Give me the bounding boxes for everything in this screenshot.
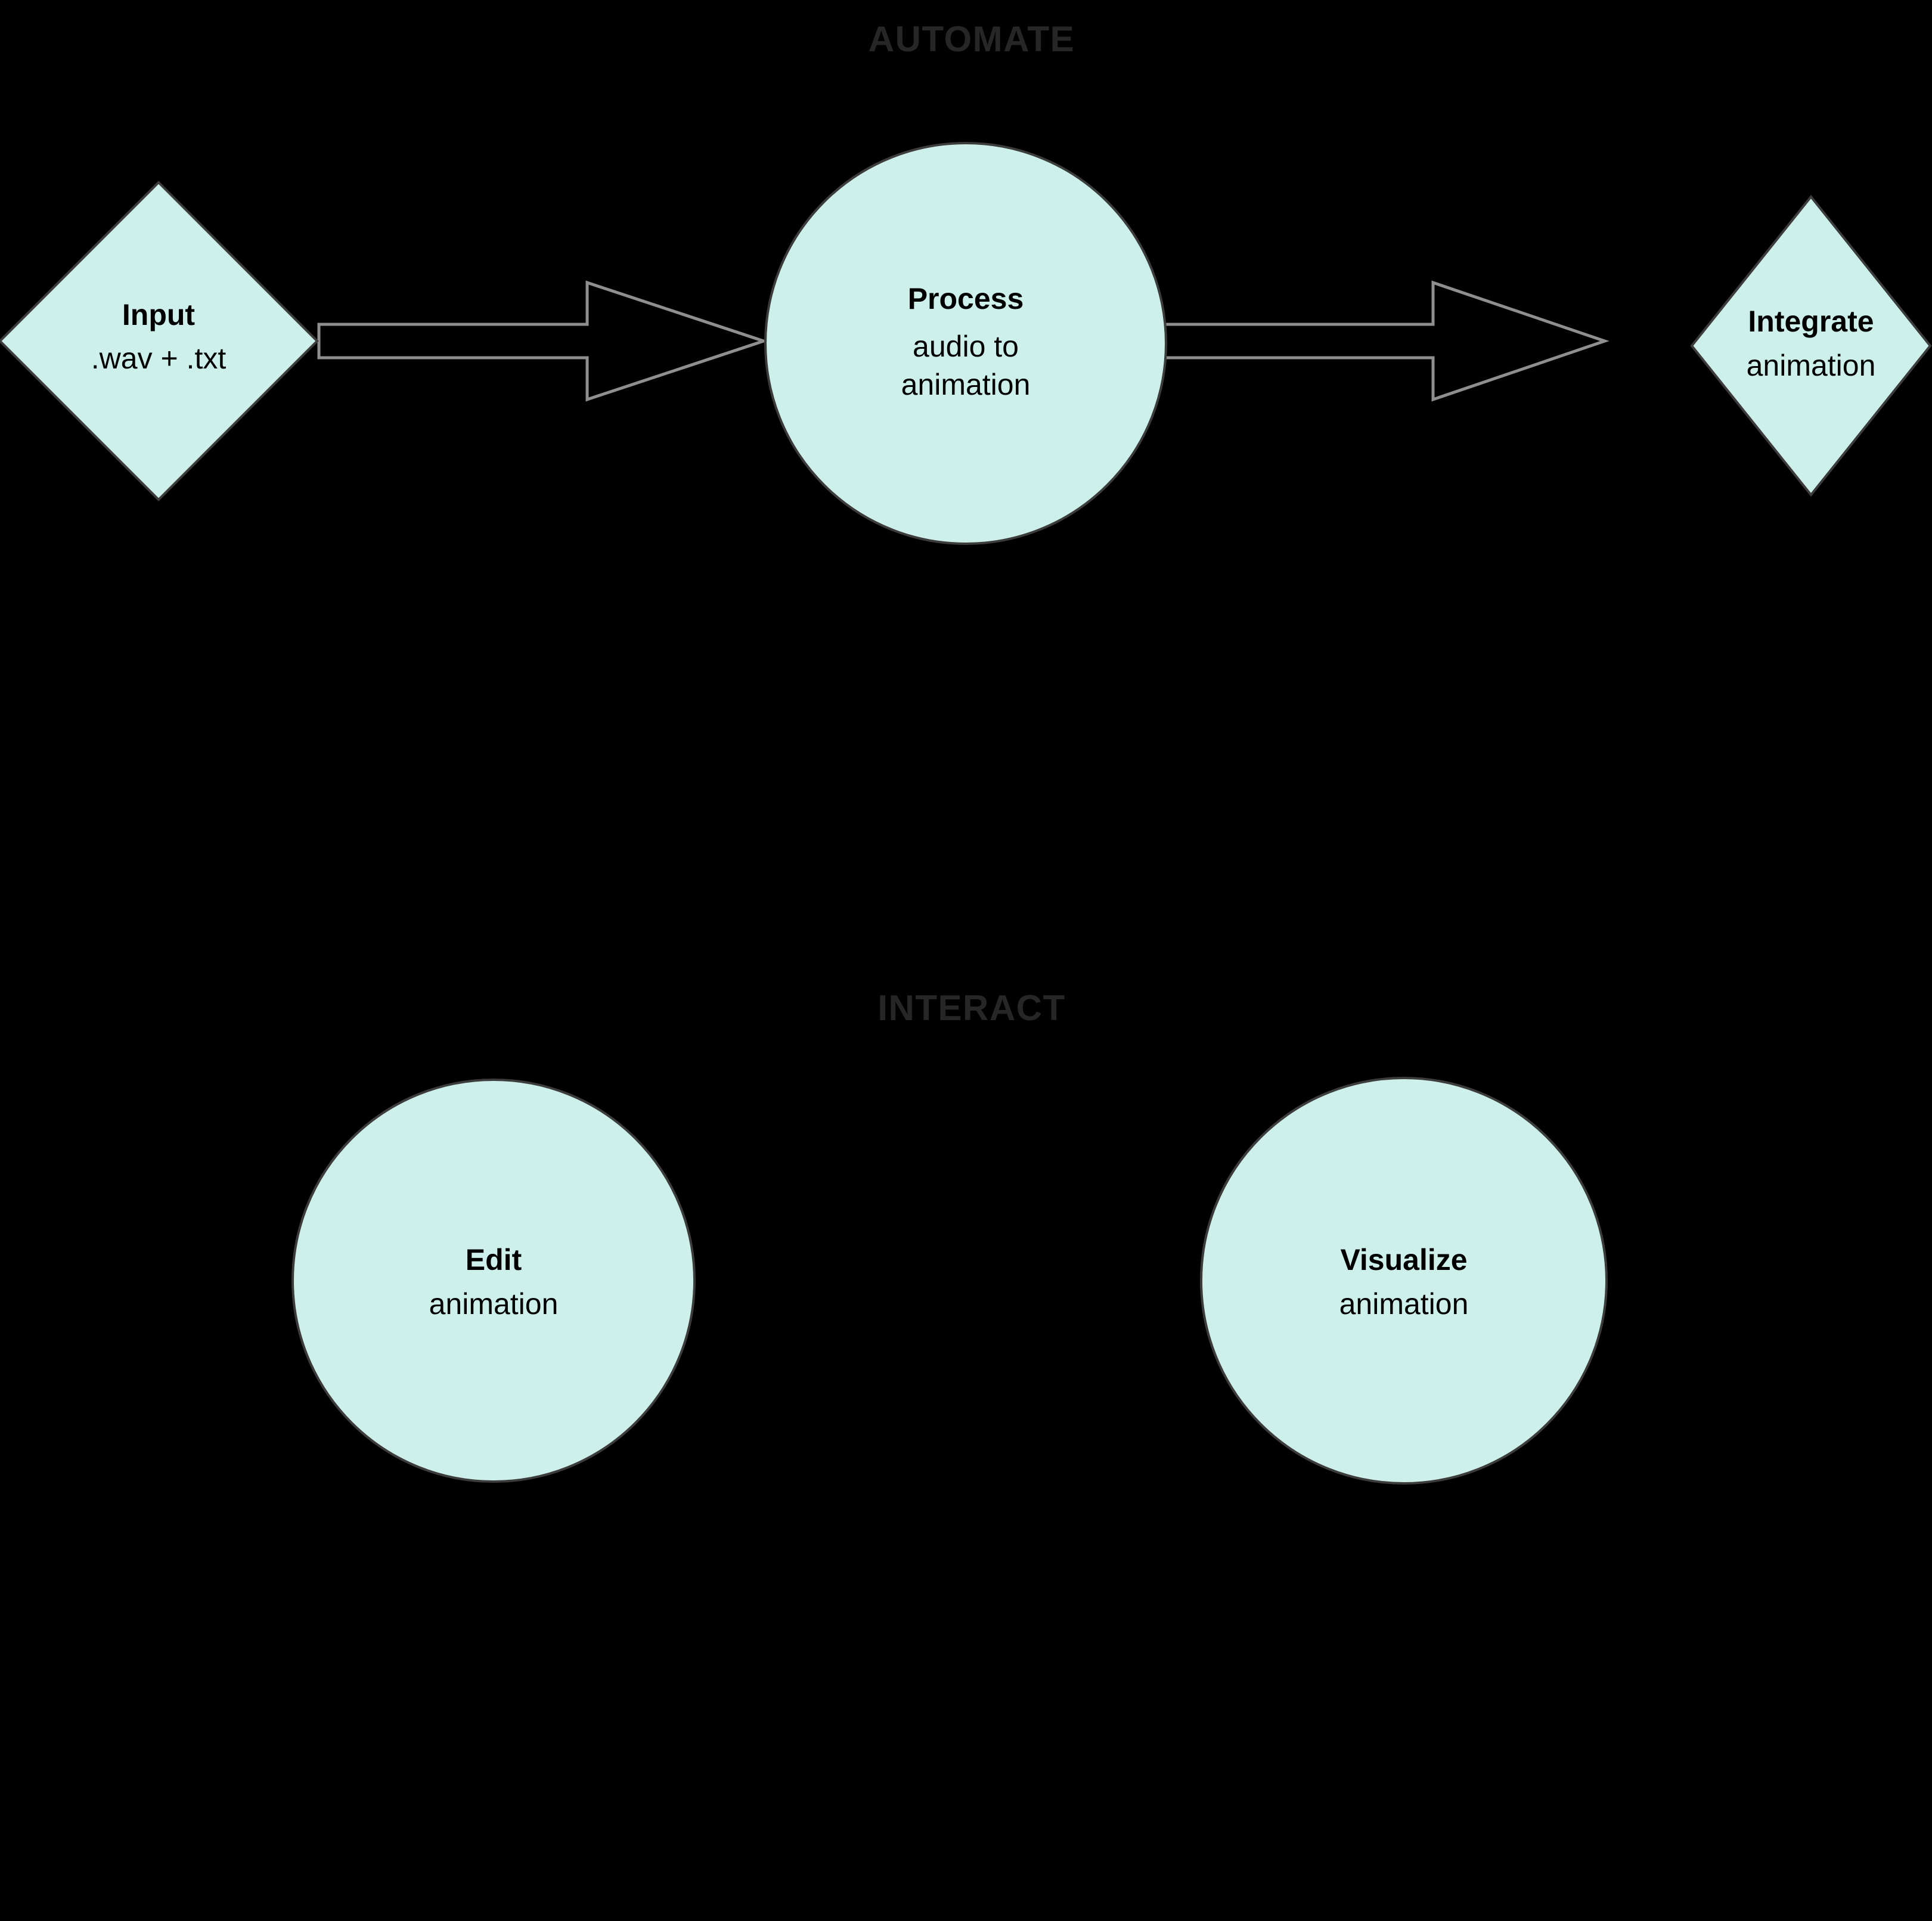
node-input[interactable]: Input .wav + .txt <box>0 181 319 501</box>
circle-shape[interactable] <box>764 142 1167 545</box>
diamond-shape[interactable] <box>1690 194 1932 497</box>
circle-shape[interactable] <box>291 1079 696 1483</box>
diamond-shape[interactable] <box>0 181 319 501</box>
node-visualize-subtitle: animation <box>1339 1287 1469 1321</box>
node-integrate-subtitle: animation <box>1747 349 1876 382</box>
circle-shape[interactable] <box>1200 1077 1608 1485</box>
block-arrow-icon <box>317 280 768 402</box>
node-process[interactable]: Process audio to animation <box>764 142 1167 545</box>
node-input-subtitle: .wav + .txt <box>91 342 227 375</box>
node-integrate[interactable]: Integrate animation <box>1690 194 1932 497</box>
section-title-automate: AUTOMATE <box>869 19 1075 59</box>
node-process-subtitle-line-2: animation <box>901 368 1031 401</box>
node-visualize[interactable]: Visualize animation <box>1200 1077 1608 1485</box>
connector-input-to-process <box>317 280 768 402</box>
node-visualize-title: Visualize <box>1340 1243 1467 1276</box>
section-title-interact: INTERACT <box>877 988 1065 1028</box>
node-integrate-title: Integrate <box>1748 305 1874 338</box>
node-edit-title: Edit <box>466 1243 522 1276</box>
node-process-subtitle-line-1: audio to <box>913 330 1019 363</box>
node-process-title: Process <box>908 282 1024 315</box>
node-edit[interactable]: Edit animation <box>291 1079 696 1483</box>
node-edit-subtitle: animation <box>429 1287 559 1321</box>
block-arrow-icon <box>1162 280 1610 402</box>
connector-process-to-integrate <box>1162 280 1610 402</box>
node-input-title: Input <box>122 298 196 331</box>
